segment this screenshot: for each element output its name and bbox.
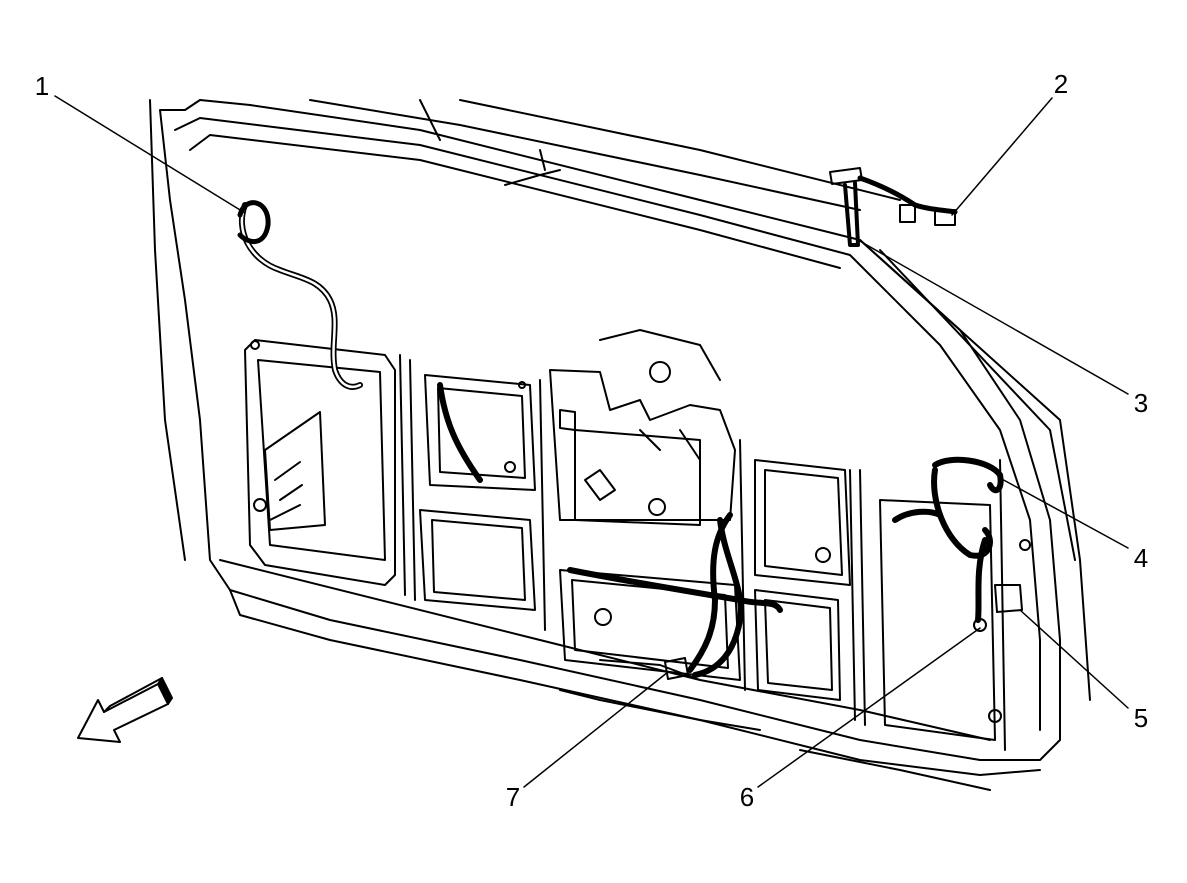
callout-6: 6 [739,782,755,812]
panel-ribs [399,354,1006,751]
callout-3: 3 [1133,388,1149,418]
harness-1-loop [237,200,271,244]
callout-4: 4 [1133,543,1149,573]
leader-line-7 [523,671,669,788]
callout-1: 1 [34,71,50,101]
leader-line-1 [54,95,246,214]
forward-arrow-icon [77,677,173,743]
right-side-trim [879,499,1031,741]
leader-line-4 [999,477,1129,549]
leader-line-2 [951,97,1053,216]
liftgate-panel-outline [149,99,1091,791]
connector-2 [829,167,958,247]
callout-7: 7 [505,782,521,812]
left-cavity [244,339,396,586]
harness-upper-left-inner [240,203,362,389]
callout-2: 2 [1053,69,1069,99]
right-upper-cavity [754,459,851,586]
leader-line-6 [757,627,981,788]
callout-5: 5 [1133,703,1149,733]
leader-lines [54,95,1129,788]
leader-line-5 [1019,609,1129,709]
latch-mechanism [549,329,736,526]
connector-5 [994,584,1023,613]
ground-6 [973,618,987,632]
harness-right [892,456,1004,623]
center-upper-cavity [424,374,536,491]
leader-line-3 [857,239,1129,395]
harness-center [437,382,783,678]
